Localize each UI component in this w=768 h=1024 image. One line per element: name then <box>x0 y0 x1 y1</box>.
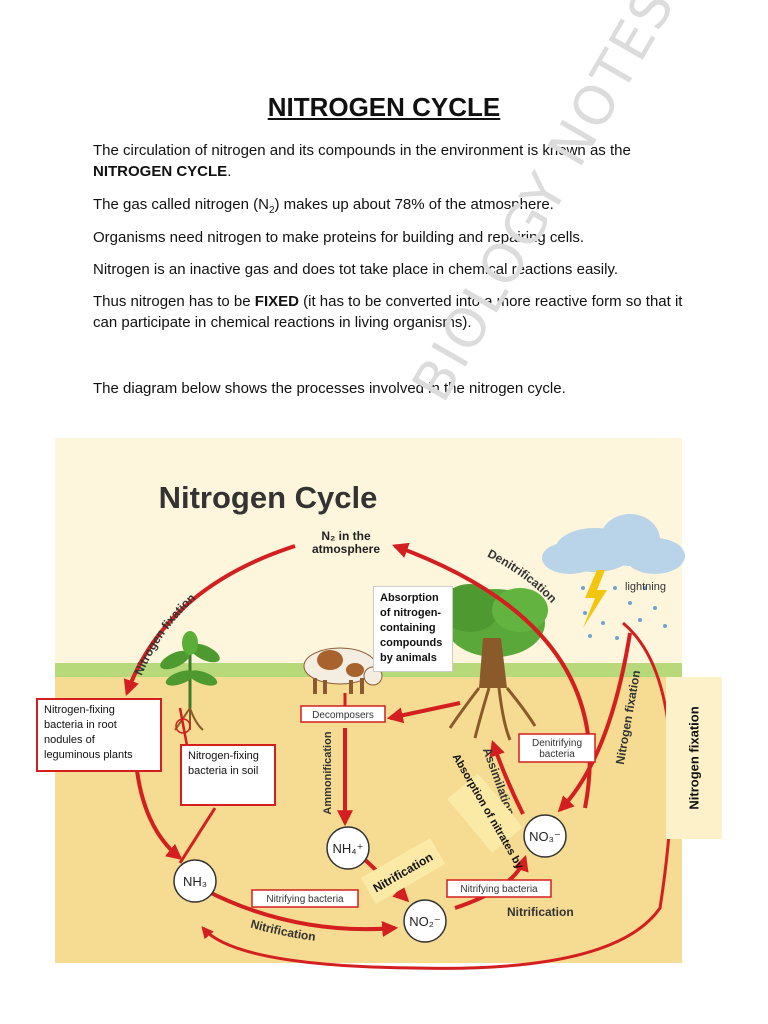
arrow-fixation-left <box>123 544 296 697</box>
nh3-circle <box>173 859 217 903</box>
page-title: NITROGEN CYCLE <box>267 92 501 122</box>
nitrifying-bacteria-right-box <box>446 879 552 898</box>
diagram-title: Nitrogen Cycle <box>159 480 378 515</box>
absorption-nitrates-box <box>447 773 523 853</box>
ammonification-label: Ammonification <box>322 731 334 814</box>
subscript: 2 <box>268 205 275 216</box>
nitrogen-cycle-diagram: Nitrogen Cycle N₂ in the atmosphere ligh… <box>55 438 685 970</box>
nh4-label: NH₄⁺ <box>333 841 364 856</box>
no2-circle <box>403 899 447 943</box>
paragraph-text: ) makes up about 78% of the atmosphere. <box>274 196 554 213</box>
nh4-circle <box>326 826 370 870</box>
decomposers-box <box>300 705 386 723</box>
bold-term: NITROGEN CYCLE <box>93 163 228 180</box>
nitrifying-bacteria-right-label: Nitrifying bacteria <box>460 884 538 895</box>
arrow-tree-to-decomposers <box>386 701 461 724</box>
nitrification-mid-box <box>360 838 446 904</box>
paragraph-text: . <box>227 163 232 180</box>
cloud-icon <box>542 514 685 574</box>
lightning-label: lightning <box>625 581 666 593</box>
arrow-soil-bacteria-pointer <box>178 807 217 864</box>
paragraph-atmosphere: The gas called nitrogen (N2) makes up ab… <box>93 194 693 221</box>
n2-label-line2: atmosphere <box>312 542 380 556</box>
n2-label-line1: N₂ in the <box>321 529 371 543</box>
paragraph-proteins: Organisms need nitrogen to make proteins… <box>93 229 585 246</box>
lightning-icon <box>583 570 607 628</box>
paragraph-inactive: Nitrogen is an inactive gas and does tot… <box>93 261 619 278</box>
decomposers-label: Decomposers <box>312 710 374 721</box>
side-label-text: Nitrogen fixation <box>686 706 702 810</box>
tree-icon <box>440 584 548 741</box>
paragraph-diagram-intro: The diagram below shows the processes in… <box>93 380 566 397</box>
nitrification-right-label: Nitrification <box>507 905 574 919</box>
paragraph-text: The circulation of nitrogen and its comp… <box>93 142 631 159</box>
nitrifying-bacteria-left-label: Nitrifying bacteria <box>266 894 344 905</box>
soil-bacteria-box: Nitrogen-fixing bacteria in soil <box>180 744 276 806</box>
bold-term: FIXED <box>254 293 299 310</box>
paragraph-definition: The circulation of nitrogen and its comp… <box>93 140 693 182</box>
paragraph-text: (it has to be converted into a more reac… <box>93 293 683 331</box>
rain-icon <box>581 586 667 640</box>
no3-label: NO₃⁻ <box>529 829 561 844</box>
side-label-box <box>666 677 722 839</box>
arrow-nh3-to-no2 <box>204 888 399 937</box>
denitrifying-bacteria-label-1: Denitrifying <box>532 738 582 749</box>
arrow-assimilation <box>489 739 525 815</box>
paragraph-text: Thus nitrogen has to be <box>93 293 255 310</box>
no3-circle <box>523 814 567 858</box>
nitrifying-bacteria-left-box <box>251 889 359 908</box>
absorption-animals-box: Absorption of nitrogen-containing compou… <box>373 586 453 672</box>
no2-label: NO₂⁻ <box>409 914 440 929</box>
nh3-label: NH₃ <box>183 874 207 889</box>
root-nodules-box: Nitrogen-fixing bacteria in root nodules… <box>36 698 162 772</box>
paragraph-text: The gas called nitrogen (N <box>93 196 269 213</box>
denitrifying-bacteria-label-2: bacteria <box>539 749 575 760</box>
arrow-fixation-right <box>557 632 632 813</box>
denitrifying-bacteria-box <box>518 733 596 763</box>
legume-plant-icon <box>160 631 220 734</box>
paragraph-fixed: Thus nitrogen has to be FIXED (it has to… <box>93 291 693 333</box>
